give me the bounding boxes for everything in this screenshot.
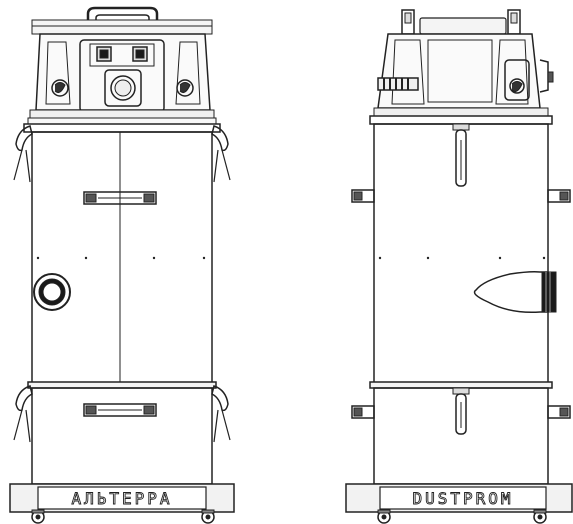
right-brand-text: DUSTPROM	[412, 489, 513, 508]
right-inlet-nozzle	[473, 271, 557, 314]
left-socket-icon	[104, 69, 142, 107]
left-wheels	[31, 509, 215, 524]
left-upper-handle	[83, 191, 157, 205]
left-lower-handle	[83, 403, 157, 417]
right-rivets	[378, 256, 546, 260]
left-lid-top	[31, 19, 213, 35]
right-head-knob	[504, 59, 530, 101]
right-wheels	[377, 509, 547, 524]
right-upper-latch	[452, 123, 470, 187]
right-hose-connector	[377, 77, 419, 91]
left-lower-container	[31, 387, 213, 485]
left-container-body	[31, 131, 213, 385]
left-motor-head	[23, 33, 221, 133]
right-side-latch	[539, 59, 554, 93]
left-rivets	[36, 256, 206, 260]
left-inlet-port	[33, 273, 71, 311]
right-motor-head	[377, 33, 541, 109]
right-vacuum-unit: DUSTPROM	[345, 9, 573, 524]
left-vacuum-unit: АЛЬТЕРРА	[9, 6, 235, 524]
left-brand-text: АЛЬТЕРРА	[71, 489, 172, 508]
right-lower-brackets	[351, 405, 571, 419]
right-knob-icon	[176, 79, 194, 97]
right-upper-brackets	[351, 189, 571, 203]
left-top-handle	[86, 6, 159, 36]
right-lower-latch	[452, 387, 470, 435]
left-lower-clamps	[13, 385, 231, 443]
left-upper-clamps	[13, 125, 231, 183]
left-knob-icon	[51, 79, 69, 97]
